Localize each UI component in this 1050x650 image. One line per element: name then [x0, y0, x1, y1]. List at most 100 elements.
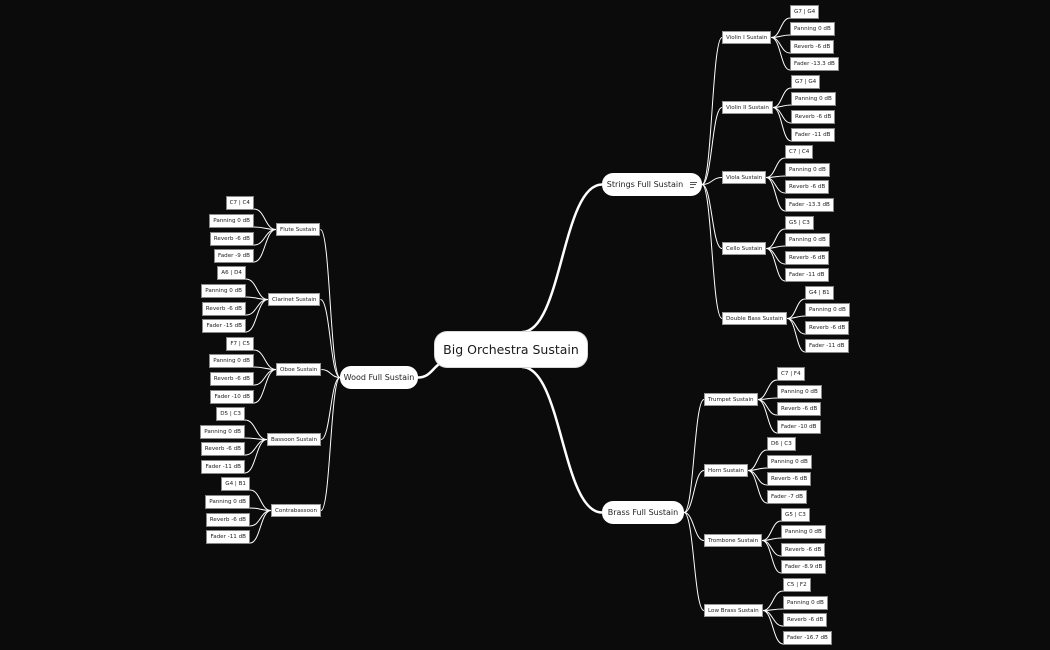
- leaf-reverb[interactable]: Reverb -6 dB: [209, 372, 254, 386]
- leaf-fader[interactable]: Fader -13.3 dB: [790, 57, 839, 71]
- leaf-range[interactable]: F7 | C5: [226, 337, 254, 351]
- sub-violin-1[interactable]: Violin I Sustain: [722, 31, 772, 44]
- leaf-reverb[interactable]: Reverb -6 dB: [205, 513, 250, 527]
- leaf-fader[interactable]: Fader -13.3 dB: [785, 198, 834, 212]
- leaf-fader[interactable]: Fader -8.9 dB: [781, 560, 827, 574]
- leaf-fader[interactable]: Fader -9 dB: [214, 249, 254, 263]
- leaf-panning[interactable]: Panning 0 dB: [205, 495, 250, 509]
- sub-trumpet[interactable]: Trumpet Sustain: [704, 393, 758, 406]
- leaf-reverb[interactable]: Reverb -6 dB: [791, 110, 836, 124]
- leaf-text: Panning 0 dB: [789, 167, 826, 173]
- leaf-panning[interactable]: Panning 0 dB: [201, 284, 246, 298]
- leaf-text: Reverb -6 dB: [213, 236, 250, 242]
- leaf-panning[interactable]: Panning 0 dB: [781, 525, 826, 539]
- leaf-range[interactable]: A6 | D4: [217, 266, 246, 280]
- branch-brass[interactable]: Brass Full Sustain: [602, 501, 684, 524]
- sub-label: Bassoon Sustain: [271, 436, 317, 443]
- sub-double-bass[interactable]: Double Bass Sustain: [722, 312, 788, 325]
- leaf-fader[interactable]: Fader -11 dB: [791, 128, 835, 142]
- leaf-text: G5 | C3: [785, 512, 806, 518]
- sub-clarinet[interactable]: Clarinet Sustain: [268, 293, 321, 306]
- branch-wood[interactable]: Wood Full Sustain: [340, 366, 418, 389]
- leaf-text: G5 | C3: [789, 220, 810, 226]
- sub-cello[interactable]: Cello Sustain: [722, 242, 767, 255]
- sub-bassoon[interactable]: Bassoon Sustain: [267, 433, 321, 446]
- leaf-reverb[interactable]: Reverb -6 dB: [777, 402, 822, 416]
- leaf-range[interactable]: G7 | G4: [790, 5, 820, 19]
- leaf-text: Fader -15 dB: [206, 323, 242, 329]
- sub-label: Cello Sustain: [726, 245, 763, 252]
- leaf-panning[interactable]: Panning 0 dB: [200, 425, 245, 439]
- leaf-text: Panning 0 dB: [789, 237, 826, 243]
- sub-label: Horn Sustain: [708, 467, 744, 474]
- leaf-reverb[interactable]: Reverb -6 dB: [785, 251, 830, 265]
- leaf-fader[interactable]: Fader -10 dB: [777, 420, 821, 434]
- leaf-range[interactable]: D5 | C3: [216, 407, 245, 421]
- sub-label: Contrabassoon: [275, 507, 317, 514]
- menu-lines-icon[interactable]: [690, 181, 698, 188]
- sub-contrabassoon[interactable]: Contrabassoon: [271, 504, 321, 517]
- leaf-reverb[interactable]: Reverb -6 dB: [805, 321, 850, 335]
- leaf-fader[interactable]: Fader -11 dB: [785, 268, 829, 282]
- leaf-reverb[interactable]: Reverb -6 dB: [785, 180, 830, 194]
- leaf-text: Panning 0 dB: [787, 600, 824, 606]
- leaf-text: D5 | C3: [220, 411, 241, 417]
- leaf-text: Panning 0 dB: [781, 389, 818, 395]
- leaf-range[interactable]: C7 | C4: [225, 196, 254, 210]
- leaf-reverb[interactable]: Reverb -6 dB: [200, 442, 245, 456]
- leaf-reverb[interactable]: Reverb -6 dB: [209, 232, 254, 246]
- leaf-range[interactable]: C7 | F4: [777, 367, 805, 381]
- leaf-text: Reverb -6 dB: [205, 306, 242, 312]
- leaf-range[interactable]: C7 | C4: [785, 145, 814, 159]
- leaf-fader[interactable]: Fader -7 dB: [767, 490, 807, 504]
- leaf-panning[interactable]: Panning 0 dB: [790, 22, 835, 36]
- root-node[interactable]: Big Orchestra Sustain: [435, 332, 587, 367]
- leaf-reverb[interactable]: Reverb -6 dB: [790, 40, 835, 54]
- sub-flute[interactable]: Flute Sustain: [276, 223, 321, 236]
- sub-oboe[interactable]: Oboe Sustain: [276, 363, 322, 376]
- leaf-range[interactable]: D6 | C3: [767, 437, 796, 451]
- leaf-text: Reverb -6 dB: [785, 547, 822, 553]
- leaf-range[interactable]: C5 | F2: [783, 578, 811, 592]
- leaf-text: Panning 0 dB: [205, 288, 242, 294]
- leaf-range[interactable]: G5 | C3: [781, 508, 810, 522]
- sub-viola[interactable]: Viola Sustain: [722, 171, 767, 184]
- leaf-reverb[interactable]: Reverb -6 dB: [767, 472, 812, 486]
- leaf-panning[interactable]: Panning 0 dB: [805, 303, 850, 317]
- leaf-text: Fader -9 dB: [218, 253, 250, 259]
- leaf-fader[interactable]: Fader -11 dB: [206, 530, 250, 544]
- leaf-range[interactable]: G4 | B1: [805, 286, 834, 300]
- sub-label: Double Bass Sustain: [726, 315, 784, 322]
- leaf-panning[interactable]: Panning 0 dB: [785, 163, 830, 177]
- leaf-text: Reverb -6 dB: [794, 44, 831, 50]
- sub-violin-2[interactable]: Violin II Sustain: [722, 101, 773, 114]
- leaf-range[interactable]: G4 | B1: [221, 477, 250, 491]
- leaf-range[interactable]: G5 | C3: [785, 216, 814, 230]
- leaf-panning[interactable]: Panning 0 dB: [783, 596, 828, 610]
- sub-label: Low Brass Sustain: [708, 607, 759, 614]
- leaf-text: Panning 0 dB: [795, 96, 832, 102]
- leaf-reverb[interactable]: Reverb -6 dB: [201, 302, 246, 316]
- sub-label: Violin II Sustain: [726, 104, 769, 111]
- leaf-text: A6 | D4: [221, 270, 242, 276]
- leaf-fader[interactable]: Fader -10 dB: [210, 390, 254, 404]
- leaf-panning[interactable]: Panning 0 dB: [767, 455, 812, 469]
- leaf-panning[interactable]: Panning 0 dB: [209, 214, 254, 228]
- sub-low-brass[interactable]: Low Brass Sustain: [704, 604, 763, 617]
- branch-strings[interactable]: Strings Full Sustain: [602, 173, 702, 196]
- leaf-reverb[interactable]: Reverb -6 dB: [781, 543, 826, 557]
- leaf-fader[interactable]: Fader -16.7 dB: [783, 631, 832, 645]
- leaf-text: Fader -13.3 dB: [794, 61, 835, 67]
- sub-trombone[interactable]: Trombone Sustain: [704, 534, 763, 547]
- leaf-text: Fader -11 dB: [210, 534, 246, 540]
- leaf-fader[interactable]: Fader -11 dB: [201, 460, 245, 474]
- sub-horn[interactable]: Horn Sustain: [704, 464, 748, 477]
- leaf-reverb[interactable]: Reverb -6 dB: [783, 613, 828, 627]
- leaf-fader[interactable]: Fader -11 dB: [805, 339, 849, 353]
- leaf-panning[interactable]: Panning 0 dB: [785, 233, 830, 247]
- leaf-range[interactable]: G7 | G4: [791, 75, 821, 89]
- leaf-panning[interactable]: Panning 0 dB: [791, 92, 836, 106]
- leaf-panning[interactable]: Panning 0 dB: [777, 385, 822, 399]
- leaf-panning[interactable]: Panning 0 dB: [209, 354, 254, 368]
- leaf-fader[interactable]: Fader -15 dB: [202, 319, 246, 333]
